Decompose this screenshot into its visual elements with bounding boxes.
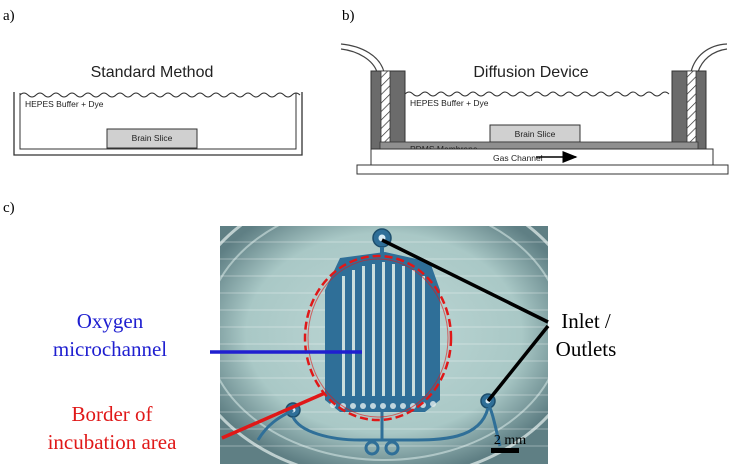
oxygen-label-line1: Oxygen: [77, 309, 144, 333]
panel-a: a) Standard Method HEPES Buffer + Dye Br…: [3, 8, 303, 156]
gas-channel-label: Gas Channel: [493, 153, 543, 163]
inlet-pointer-line-top: [381, 238, 549, 324]
panel-b-title: Diffusion Device: [473, 64, 588, 81]
brain-slice-label-a: Brain Slice: [132, 133, 173, 143]
buffer-surface-b: [404, 91, 670, 97]
base-plate: [356, 164, 729, 175]
inlet-port-left: [380, 70, 391, 154]
scale-bar: [491, 448, 519, 453]
buffer-label-a: HEPES Buffer + Dye: [25, 99, 104, 109]
panel-b-label: b): [342, 8, 355, 24]
tube-right-inner: [697, 48, 728, 73]
buffer-label-b: HEPES Buffer + Dye: [410, 98, 489, 108]
brain-slice-a: [106, 128, 198, 149]
tube-left-inner: [340, 48, 378, 73]
panel-a-title: Standard Method: [91, 64, 214, 81]
incubation-border-ellipse: [303, 254, 453, 422]
panel-c: c): [3, 200, 617, 464]
border-label-line1: Border of: [71, 402, 152, 426]
brain-slice-label-b: Brain Slice: [515, 129, 556, 139]
border-pointer-line: [221, 391, 326, 440]
border-label-line2: incubation area: [48, 430, 178, 454]
oxygen-label-line2: microchannel: [53, 337, 167, 361]
buffer-surface-a: [19, 92, 301, 98]
tube-right-outer: [690, 43, 728, 73]
inlet-label-line2: Outlets: [556, 337, 617, 361]
standard-dish: [13, 92, 303, 156]
inlet-label-line1: Inlet /: [561, 309, 611, 333]
panel-b: b) Diffusion Device HEPES Buffer + Dye B…: [340, 8, 729, 175]
device-photo: [220, 226, 548, 464]
tube-left-outer: [340, 43, 385, 73]
scale-label: 2 mm: [494, 433, 526, 448]
channel-grid-gaps: [342, 262, 425, 396]
inlet-pointer-line-bottom: [486, 324, 550, 403]
standard-dish-inner: [19, 93, 297, 150]
outlet-port-right: [686, 70, 697, 154]
panel-c-label: c): [3, 200, 15, 216]
panel-a-label: a): [3, 8, 15, 24]
